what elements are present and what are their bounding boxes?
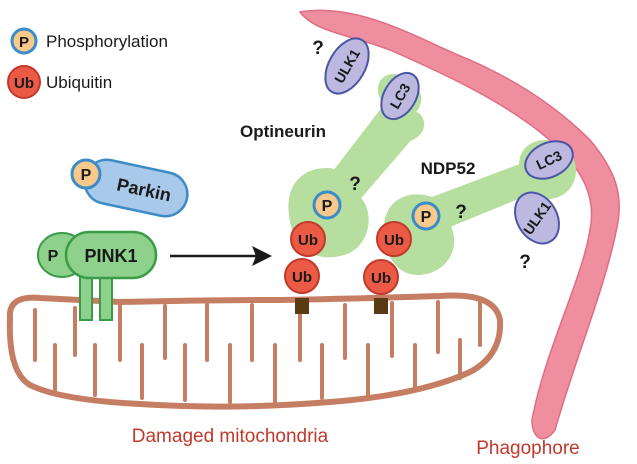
optineurin-label: Optineurin [240, 122, 326, 141]
ub-right-lower [363, 259, 399, 295]
pink1-label: PINK1 [84, 246, 137, 266]
p-right-question: ? [455, 202, 467, 223]
ulk1-top-question: ? [312, 38, 324, 59]
legend-ubiquitin: Ub Ubiquitin [7, 65, 112, 99]
pink1-shape [64, 230, 158, 280]
mitochondria-outline [6, 292, 504, 410]
parkin-phospho [70, 158, 102, 190]
lc3-right [524, 140, 574, 180]
mitochondria-label: Damaged mitochondria [132, 426, 329, 447]
ub-left-lower-text: Ub [292, 269, 312, 286]
legend-p-text: P [19, 34, 29, 51]
legend-ub-symbol [7, 65, 41, 99]
ub-left-upper [290, 221, 326, 257]
anchor-left [295, 298, 309, 314]
ndp52-label: NDP52 [421, 159, 476, 178]
p-right-text: P [421, 209, 432, 226]
mitochondria [6, 292, 504, 410]
p-left [312, 190, 342, 220]
ulk1-right [514, 191, 560, 245]
pink1: P PINK1 [37, 230, 158, 321]
legend-ub-text: Ub [14, 75, 34, 92]
ulk1-right-question: ? [519, 252, 531, 273]
optineurin-partners: ULK1 LC3 ? [312, 37, 420, 121]
ulk1-top [324, 37, 370, 95]
ndp52: NDP52 [383, 140, 577, 276]
cristae [33, 300, 482, 404]
pink1-phospho-text: P [48, 248, 59, 265]
ub-chain-left: Ub Ub P ? [284, 174, 361, 314]
ub-chain-right: Ub Ub P ? [363, 201, 467, 314]
parkin-phospho-text: P [81, 167, 92, 184]
ub-right-upper-text: Ub [384, 232, 404, 249]
ub-right-upper [376, 221, 412, 257]
ndp52-partners: LC3 ULK1 ? [514, 140, 574, 273]
legend-phosphorylation-label: Phosphorylation [46, 32, 168, 51]
p-right [411, 201, 441, 231]
ub-right-lower-text: Ub [371, 270, 391, 287]
p-left-question: ? [349, 174, 361, 195]
anchor-right [374, 298, 388, 314]
lc3-top [380, 71, 420, 121]
legend: P Phosphorylation Ub Ubiquitin [7, 27, 168, 99]
ub-left-lower [284, 258, 320, 294]
activation-arrow [170, 246, 272, 266]
ndp52-body [383, 140, 577, 276]
phagophore-membrane [298, 9, 620, 440]
p-left-text: P [322, 198, 333, 215]
legend-p-symbol [10, 27, 38, 55]
legend-phosphorylation: P Phosphorylation [10, 27, 168, 55]
phagophore-label: Phagophore [476, 438, 580, 459]
ub-left-upper-text: Ub [298, 232, 318, 249]
legend-ubiquitin-label: Ubiquitin [46, 73, 112, 92]
parkin: Parkin P [70, 158, 189, 218]
